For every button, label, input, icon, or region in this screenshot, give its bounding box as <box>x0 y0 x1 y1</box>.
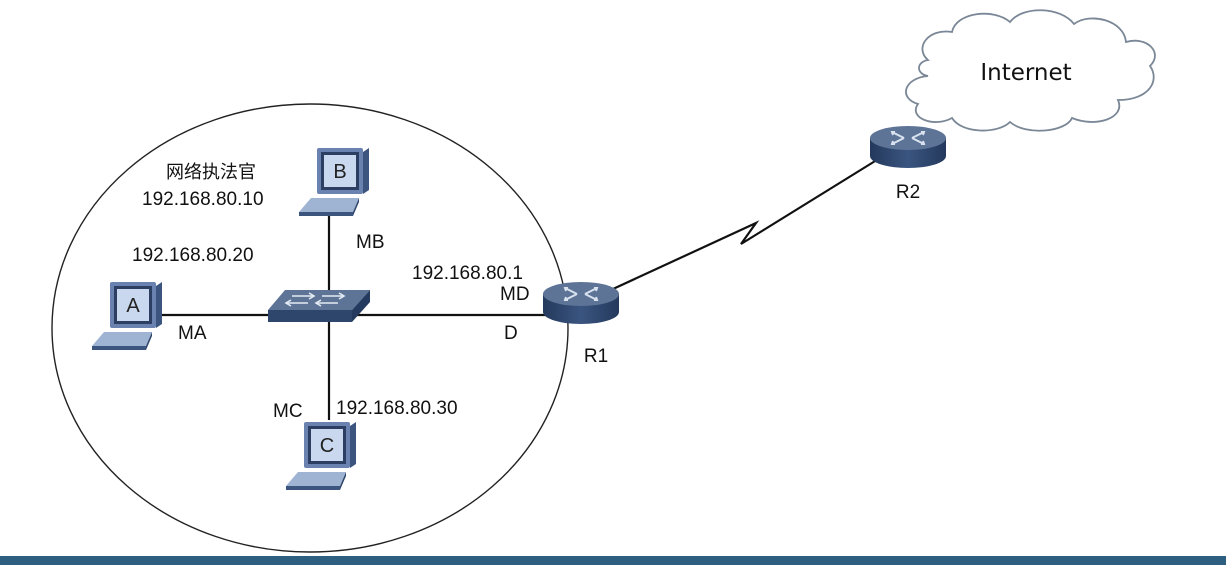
link-r1-r2-serial <box>599 157 881 296</box>
router-icon <box>870 126 946 168</box>
router-r2-label: R2 <box>896 182 920 203</box>
router-r1[interactable] <box>543 282 619 324</box>
router-r2[interactable] <box>870 126 946 168</box>
port-mb-label: MB <box>356 232 385 253</box>
cloud-label: Internet <box>980 60 1071 86</box>
switch[interactable] <box>268 290 370 322</box>
router-r1-label: R1 <box>584 346 608 367</box>
pc-c[interactable]: C <box>286 422 356 490</box>
pc-c-letter: C <box>320 435 334 457</box>
pc-icon <box>286 422 356 490</box>
pc-a[interactable]: A <box>92 282 162 350</box>
pc-b[interactable]: B <box>299 148 369 216</box>
host-b-note: 网络执法官 <box>166 162 256 183</box>
router-icon <box>543 282 619 324</box>
pc-b-letter: B <box>333 161 346 183</box>
port-mc-label: MC <box>273 401 303 422</box>
switch-icon <box>268 290 370 322</box>
port-ma-label: MA <box>178 323 207 344</box>
host-a-ip: 192.168.80.20 <box>132 245 254 266</box>
pc-icon <box>92 282 162 350</box>
port-d-label: D <box>504 323 518 344</box>
router-r1-ip: 192.168.80.1 <box>412 263 523 284</box>
pc-a-letter: A <box>126 295 140 317</box>
pc-icon <box>299 148 369 216</box>
cloud-icon: Internet <box>905 9 1156 132</box>
host-b-ip: 192.168.80.10 <box>142 189 264 210</box>
lan-boundary <box>51 103 569 553</box>
host-c-ip: 192.168.80.30 <box>336 398 458 419</box>
bottom-bar <box>0 556 1226 565</box>
port-md-label: MD <box>500 284 530 305</box>
